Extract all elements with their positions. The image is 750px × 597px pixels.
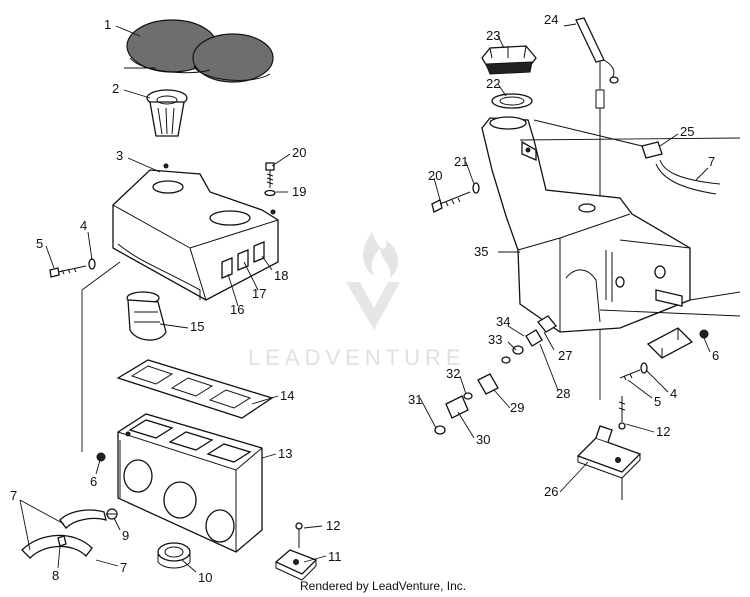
callout-32: 32 [446,366,460,381]
callouts-right: 24 23 22 25 7 21 20 35 34 33 27 28 32 29… [408,12,719,499]
callout-15: 15 [190,319,204,334]
callout-16: 16 [230,302,244,317]
intake-boot [146,89,188,137]
callout-10: 10 [198,570,212,585]
foam-filter [126,19,274,83]
fuel-vent-tube [575,17,619,200]
callout-26: 26 [544,484,558,499]
leader-lines [19,23,711,573]
fuel-tank [481,116,691,333]
rendered-by-footer: Rendered by LeadVenture, Inc. [300,579,467,593]
airbox-gasket [116,359,274,419]
airbox-cover [112,163,279,301]
callout-5-right: 5 [654,394,661,409]
callout-19: 19 [292,184,306,199]
stud-12-right [618,396,626,430]
callout-6-right: 6 [712,348,719,363]
tank-bracket-right [619,327,709,381]
callout-8: 8 [52,568,59,583]
callout-28: 28 [556,386,570,401]
callout-7-left-top: 7 [10,488,17,503]
callout-6-left: 6 [90,474,97,489]
fuel-cap [481,45,537,75]
callout-22: 22 [486,76,500,91]
watermark-brand: LEADVENTURE [248,345,466,370]
callout-12-left: 12 [326,518,340,533]
drain-hose [21,508,118,559]
bolt-5-left [49,258,96,278]
bolt-20-right [431,182,480,213]
callout-3: 3 [116,148,123,163]
callout-4-right: 4 [670,386,677,401]
callout-24: 24 [544,12,558,27]
callout-34: 34 [496,314,510,329]
callout-9: 9 [122,528,129,543]
callout-5: 5 [36,236,43,251]
callout-1: 1 [104,17,111,32]
fuel-fitting-chain [434,315,557,435]
callout-25: 25 [680,124,694,139]
callout-20: 20 [292,145,306,160]
cap-gasket [491,93,533,109]
callout-7-right: 7 [708,154,715,169]
airbox-boot [126,291,167,341]
callout-35: 35 [474,244,488,259]
mount-bracket-right [576,425,642,500]
airbox-base [117,413,263,553]
callout-27: 27 [558,348,572,363]
callout-20-right: 20 [428,168,442,183]
callout-13: 13 [278,446,292,461]
mount-bracket-left [274,522,318,581]
callout-30: 30 [476,432,490,447]
callout-7-left-bottom: 7 [120,560,127,575]
leadventure-logo: LEADVENTURE [248,232,466,370]
callout-2: 2 [112,81,119,96]
bolt-20-left [264,162,276,197]
callout-21: 21 [454,154,468,169]
callout-31: 31 [408,392,422,407]
callout-23: 23 [486,28,500,43]
callouts-left: 1 2 3 4 5 20 19 18 17 16 15 14 13 6 7 7 … [10,17,342,585]
callout-17: 17 [252,286,266,301]
callout-18: 18 [274,268,288,283]
grommet [157,542,191,569]
vent-elbow-hose [533,119,721,195]
screw-6-left [96,452,106,462]
callout-29: 29 [510,400,524,415]
callout-14: 14 [280,388,294,403]
callout-12-right: 12 [656,424,670,439]
callout-33: 33 [488,332,502,347]
callout-11: 11 [328,549,342,564]
callout-4: 4 [80,218,87,233]
